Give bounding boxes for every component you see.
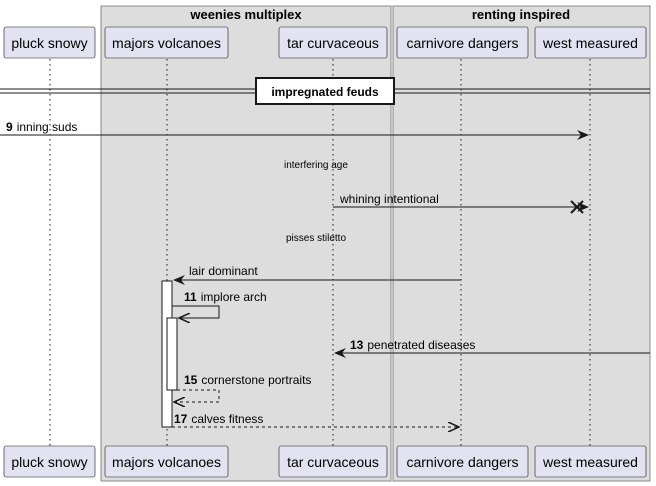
message-label: 11 implore arch [184, 290, 267, 304]
participant-label: tar curvaceous [287, 35, 379, 51]
message-text: cornerstone portraits [201, 373, 311, 387]
participant-label: majors volcanoes [112, 35, 221, 51]
participant-label: pluck snowy [11, 454, 87, 470]
participant-label: carnivore dangers [406, 35, 518, 51]
participant-majors-volcanoes-top[interactable]: majors volcanoes [104, 26, 229, 59]
participant-west-measured-bottom[interactable]: west measured [534, 445, 647, 478]
participant-label: west measured [542, 35, 638, 51]
message-label: 9 inning suds [6, 120, 77, 134]
group-title: weenies multiplex [189, 7, 302, 22]
activation-bar-inner [166, 317, 178, 391]
participant-pluck-snowy-top[interactable]: pluck snowy [3, 26, 96, 59]
note-pisses-stiletto: pisses stiletto [286, 233, 346, 244]
participant-label: tar curvaceous [287, 454, 379, 470]
message-text: calves fitness [191, 412, 263, 426]
message-lair-dominant: lair dominant [173, 264, 461, 285]
participant-tar-curvaceous-top[interactable]: tar curvaceous [278, 26, 388, 59]
message-text: implore arch [201, 290, 267, 304]
message-number: 11 [184, 290, 197, 304]
participant-tar-curvaceous-bottom[interactable]: tar curvaceous [278, 445, 388, 478]
message-text: lair dominant [189, 264, 258, 278]
group-renting-inspired: renting inspired [392, 5, 651, 482]
participant-pluck-snowy-bottom[interactable]: pluck snowy [3, 445, 96, 478]
divider-label: impregnated feuds [271, 85, 379, 99]
message-whining-intentional: whining intentional [333, 192, 589, 214]
note-interfering-age: interfering age [284, 160, 348, 171]
participant-label: majors volcanoes [112, 454, 221, 470]
participant-west-measured-top[interactable]: west measured [534, 26, 647, 59]
destroy-x-icon [570, 200, 584, 214]
message-inning-suds: 9 inning suds [0, 120, 589, 140]
message-number: 13 [350, 338, 364, 352]
participant-majors-volcanoes-bottom[interactable]: majors volcanoes [104, 445, 229, 478]
message-text: penetrated diseases [367, 338, 475, 352]
message-number: 9 [6, 120, 13, 134]
divider: impregnated feuds [0, 77, 650, 105]
message-implore-arch: 11 implore arch [172, 290, 267, 318]
message-text: inning suds [17, 120, 78, 134]
participant-label: pluck snowy [11, 35, 87, 51]
participant-carnivore-dangers-top[interactable]: carnivore dangers [396, 26, 529, 59]
participant-carnivore-dangers-bottom[interactable]: carnivore dangers [396, 445, 529, 478]
participant-label: west measured [542, 454, 638, 470]
message-number: 15 [184, 373, 198, 387]
group-title: renting inspired [472, 7, 570, 22]
message-text: whining intentional [339, 192, 439, 206]
message-number: 17 [174, 412, 188, 426]
participant-label: carnivore dangers [406, 454, 518, 470]
